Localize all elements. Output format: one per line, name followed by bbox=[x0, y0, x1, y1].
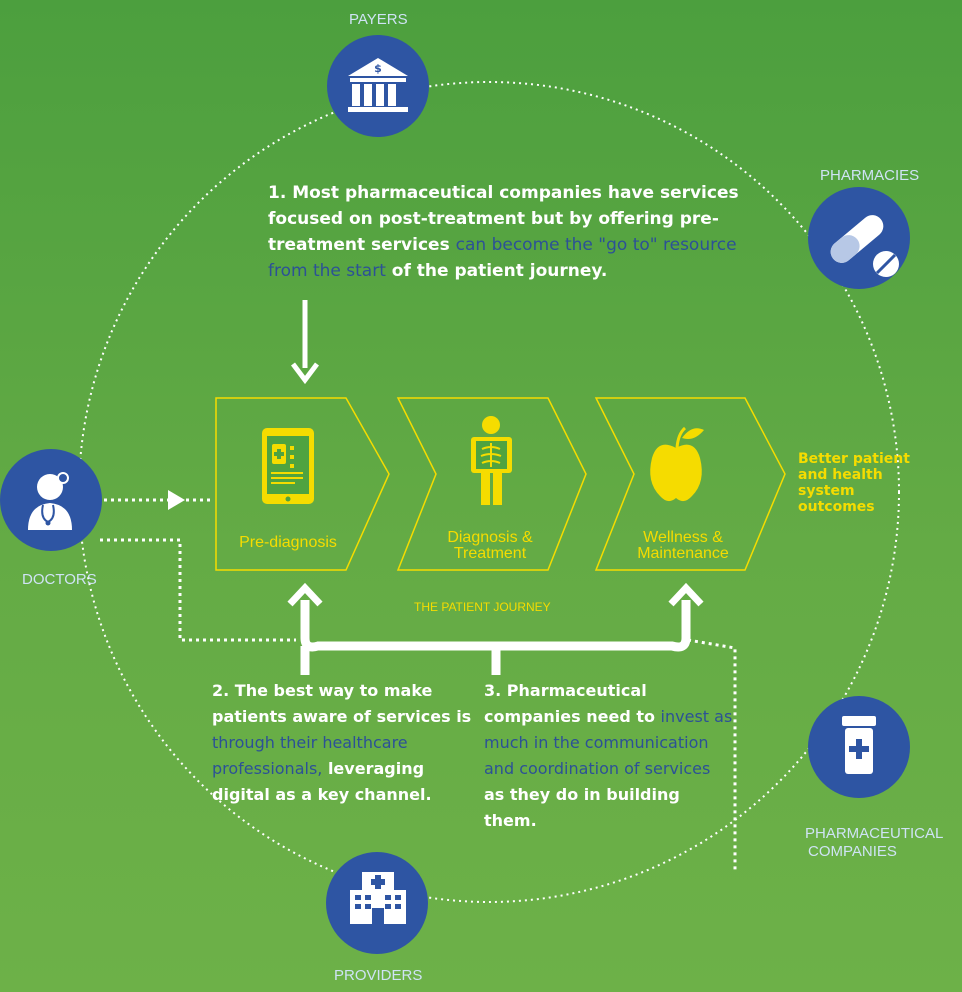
doctors-node bbox=[0, 449, 102, 551]
outcome-line4: outcomes bbox=[798, 499, 875, 515]
pharmaceutical-label: PHARMACEUTICAL bbox=[805, 825, 944, 842]
note-2-highlight: through their healthcare professionals, bbox=[212, 733, 408, 778]
note-3-text: 3. Pharmaceutical companies need to bbox=[484, 681, 661, 726]
note-1-text: 1. Most pharmaceutical companies have se… bbox=[268, 183, 739, 255]
pharma-bracket-connector bbox=[687, 638, 737, 870]
note-1-text-end: of the patient journey. bbox=[385, 261, 608, 281]
note-2-text-end: leveraging digital as a key channel. bbox=[212, 759, 432, 804]
step-label-diagnosis: Diagnosis & Treatment bbox=[420, 530, 560, 562]
note-3: 3. Pharmaceutical companies need to inve… bbox=[484, 678, 734, 834]
patient-journey-label: THE PATIENT JOURNEY bbox=[414, 600, 551, 614]
note-1-highlight: can become the "go to" resource from the… bbox=[268, 235, 737, 281]
companies-label: COMPANIES bbox=[808, 843, 897, 860]
bracket-arrow-left bbox=[287, 582, 323, 607]
outcome-text: Better patient and health system outcome… bbox=[798, 451, 910, 515]
pill-icon bbox=[830, 215, 899, 277]
step-chevron-prediagnosis bbox=[215, 397, 390, 571]
doctors-bracket-connector bbox=[100, 538, 296, 642]
step-label-prediagnosis: Pre-diagnosis bbox=[218, 535, 358, 551]
outcome-line3: system bbox=[798, 483, 855, 499]
step-chevron-wellness bbox=[594, 397, 786, 571]
bank-icon: $ bbox=[348, 58, 408, 112]
pharmacies-node bbox=[808, 187, 910, 289]
note-1: 1. Most pharmaceutical companies have se… bbox=[268, 180, 778, 284]
x-ray-icon bbox=[471, 416, 512, 505]
step-label-diagnosis-line1: Diagnosis & bbox=[447, 529, 533, 546]
doctor-icon bbox=[28, 472, 72, 530]
ecosystem-circle bbox=[78, 81, 900, 903]
bracket-arrow-right bbox=[668, 582, 704, 607]
step-label-prediagnosis-line1: Pre-diagnosis bbox=[239, 534, 337, 551]
step-label-wellness-line1: Wellness & bbox=[643, 529, 723, 546]
note-2: 2. The best way to make patients aware o… bbox=[212, 678, 484, 808]
outcome-line1: Better patient bbox=[798, 451, 910, 467]
outcome-line2: and health bbox=[798, 467, 883, 483]
doctors-connector-arrow bbox=[168, 490, 185, 510]
pharmacies-label: PHARMACIES bbox=[820, 167, 920, 184]
note-3-text-end: as they do in building them. bbox=[484, 785, 680, 830]
note-3-highlight: invest as much in the communication and … bbox=[484, 707, 733, 778]
step-chevron-diagnosis bbox=[396, 397, 587, 571]
note1-arrow-head bbox=[291, 362, 319, 385]
hospital-icon bbox=[350, 872, 406, 924]
providers-label: PROVIDERS bbox=[334, 967, 423, 984]
apple-icon bbox=[650, 426, 704, 502]
medicine-bottle-icon bbox=[842, 716, 876, 774]
providers-node bbox=[326, 852, 428, 954]
payers-node: $ bbox=[327, 35, 429, 137]
pharmaceutical-companies-node bbox=[808, 696, 910, 798]
step-label-wellness-line2: Maintenance bbox=[637, 545, 729, 562]
step-label-wellness: Wellness & Maintenance bbox=[608, 530, 758, 562]
doctors-label: DOCTORS bbox=[22, 571, 97, 588]
tablet-icon bbox=[262, 428, 314, 504]
svg-text:$: $ bbox=[374, 62, 382, 75]
payers-label: PAYERS bbox=[349, 11, 408, 28]
step-label-diagnosis-line2: Treatment bbox=[453, 545, 527, 562]
note-2-text: 2. The best way to make patients aware o… bbox=[212, 681, 472, 726]
